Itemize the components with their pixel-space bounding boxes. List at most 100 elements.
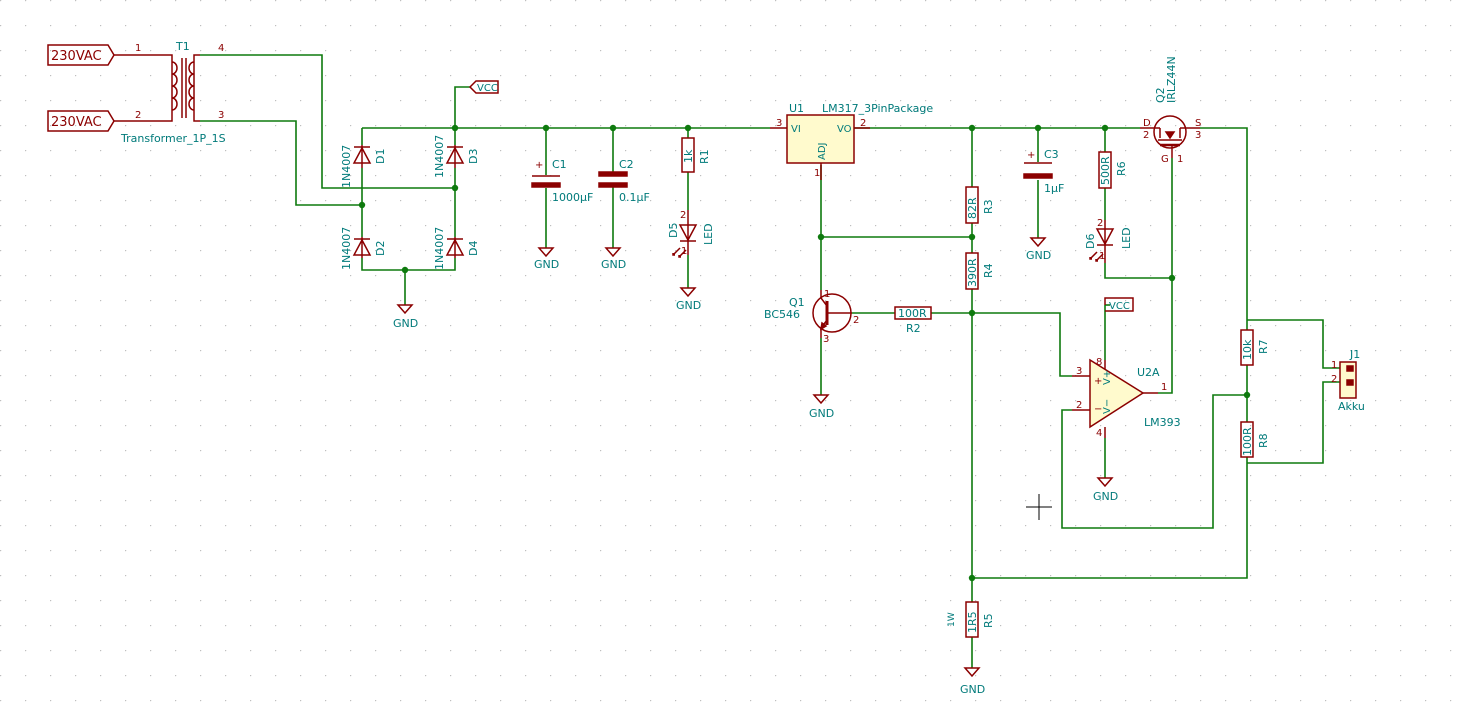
pin-number: 3 [823,334,829,345]
label-230vac-2[interactable]: 230VAC [47,110,160,132]
ref-label: R7 [1257,339,1270,354]
value-label: 100R [898,307,927,320]
resistor-r6[interactable]: 500R R6 [1098,151,1128,189]
value-label: IRLZ44N [1165,56,1178,103]
ref-label: R5 [982,613,995,628]
transformer-t1[interactable]: T1 1 2 4 3 Transformer_1P_1S [120,40,226,145]
transistor-q1[interactable]: Q1 BC546 1 2 3 [764,289,859,345]
gnd-label: GND [809,407,834,420]
gnd-symbol-bridge: GND [393,304,418,330]
gnd-label: GND [393,317,418,330]
resistor-r1[interactable]: 1k R1 [681,137,711,173]
gnd-label: GND [534,258,559,271]
led-d6[interactable]: 2 1 D6 LED [1084,218,1133,263]
pin-number: 1 [1331,360,1337,371]
capacitor-c2[interactable]: C2 0.1µF [598,158,650,204]
polarity-mark: + [535,160,543,171]
ref-label: Q1 [789,296,805,309]
resistor-r4[interactable]: 390R R4 [965,252,995,290]
pin-number: 1 [681,246,687,257]
diode-d2[interactable]: D2 1N4007 [340,227,387,270]
junctions [358,124,1251,582]
polarity-mark: + [1027,150,1035,161]
value-label: 1R5 [966,611,979,633]
ref-label: D5 [667,223,680,238]
pin-name: ADJ [817,143,828,161]
pin-name: + [1094,376,1102,387]
ref-label: R6 [1115,161,1128,176]
value-label: 1µF [1044,182,1064,195]
resistor-r5[interactable]: 1R5 R5 1W [947,601,995,638]
wires [200,54,1340,668]
pin-number: 2 [1076,400,1082,411]
mosfet-q2[interactable]: D S G 2 3 1 Q2 IRLZ44N [1140,56,1201,165]
pin-number: 2 [1331,374,1337,385]
label-vcc-top[interactable]: VCC [468,80,499,94]
pin-name: − [1094,404,1102,415]
gnd-label: GND [676,299,701,312]
pin-number: 3 [776,118,782,129]
label-text: VCC [1109,301,1130,312]
connector-j1[interactable]: J1 1 2 Akku [1331,348,1365,413]
pin-name: V+ [1102,370,1113,385]
label-text: VCC [477,83,498,94]
pin-number: 1 [814,168,820,179]
pin-number: 4 [1096,428,1102,439]
ref-label: D2 [374,241,387,256]
pin-number: 1 [135,43,141,54]
ref-label: R1 [698,149,711,164]
gnd-symbol-r5: GND [960,667,985,696]
diode-d3[interactable]: D3 1N4007 [433,135,480,178]
value-label: Akku [1338,400,1365,413]
capacitor-c3[interactable]: + C3 1µF [1023,148,1064,195]
regulator-u1[interactable]: U1 LM317_3PinPackage VI VO ADJ 3 2 1 [770,102,933,180]
gnd-label: GND [1026,249,1051,262]
resistor-r7[interactable]: 10k R7 [1240,329,1270,366]
diode-d1[interactable]: D1 1N4007 [340,145,387,188]
pin-number: 2 [860,118,866,129]
ref-label: D3 [467,149,480,164]
ref-label: J1 [1349,348,1360,361]
comparator-u2a[interactable]: + − V+ V− 3 2 1 8 4 U2A LM393 [1072,357,1181,439]
diode-d4[interactable]: D4 1N4007 [433,227,480,270]
ref-label: R4 [982,263,995,278]
value-label: 0.1µF [619,191,650,204]
ref-label: R3 [982,199,995,214]
value-label: 1N4007 [340,227,353,270]
value-label: Transformer_1P_1S [120,132,226,145]
value-label: 390R [966,258,979,287]
value-label: 1N4007 [433,135,446,178]
gnd-symbol-c1: GND [534,247,559,271]
pin-name: V− [1102,399,1113,414]
pin-name: S [1195,118,1201,129]
pin-number: 2 [1143,130,1149,141]
gnd-symbol-q1: GND [809,394,834,420]
label-vcc-comparator[interactable]: VCC [1104,297,1134,312]
pin-number: 1 [824,289,830,300]
led-d5[interactable]: 2 1 D5 LED [667,210,715,258]
cursor-crosshair-icon [1026,494,1052,520]
ref-label: C1 [552,158,567,171]
value-label: 82R [966,197,979,219]
value-label: 1N4007 [433,227,446,270]
label-230vac-1[interactable]: 230VAC [47,44,160,66]
gnd-symbol-d5: GND [676,287,701,312]
ref-label: U1 [789,102,804,115]
pin-number: 1 [1099,251,1105,262]
ref-label: C3 [1044,148,1059,161]
value-label: LM317_3PinPackage [822,102,933,115]
value-label: 1k [682,149,695,163]
ref-label: D6 [1084,234,1097,249]
value-label: 1000µF [552,191,593,204]
ref-label: U2A [1137,366,1160,379]
pin-number: 2 [135,110,141,121]
capacitor-c1[interactable]: + C1 1000µF [531,158,593,204]
resistor-r2[interactable]: 100R R2 [894,306,932,335]
ref-label: Q2 [1154,87,1167,103]
resistor-r3[interactable]: 82R R3 [965,186,995,224]
value-label: LM393 [1144,416,1181,429]
resistor-r8[interactable]: 100R R8 [1240,421,1270,458]
value-label: 500R [1099,156,1112,185]
